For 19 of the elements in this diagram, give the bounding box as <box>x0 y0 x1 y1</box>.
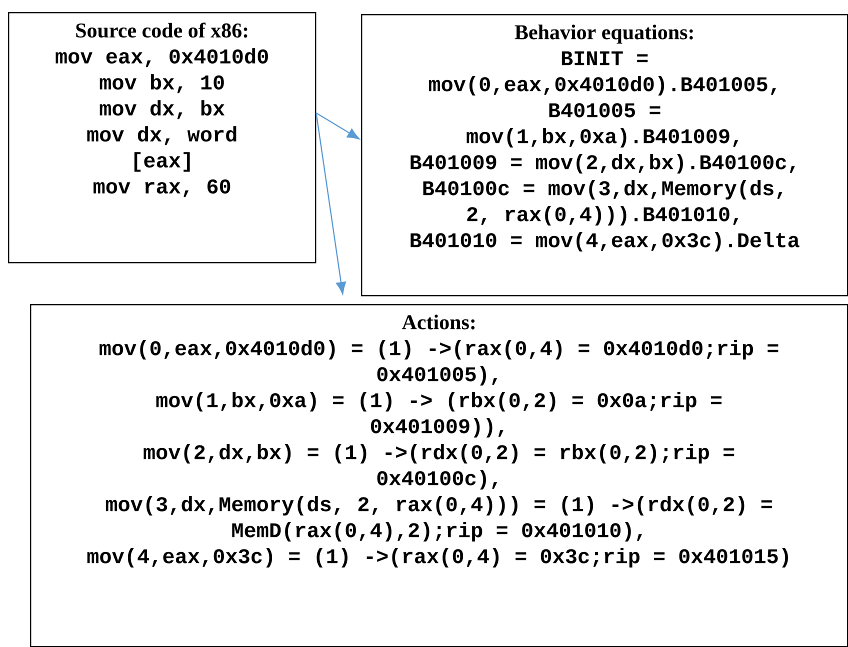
text-box <box>30 304 848 647</box>
code-line: mov(4,eax,0x3c) = (1) ->(rax(0,4) = 0x3c;rip = 0x401015) <box>87 548 788 568</box>
code-line: B401010 = mov(4,eax,0x3c).Delta <box>410 232 800 252</box>
text-box <box>361 14 848 296</box>
heading: Source code of x86: <box>76 22 248 38</box>
code-line: mov(2,dx,bx) = (1) ->(rdx(0,2) = rbx(0,2);rip = 0x40100c), <box>144 444 734 490</box>
code-line: B401005 = mov(1,bx,0xa).B401009, <box>466 103 738 148</box>
code-line: B40100c = mov(3,dx,Memory(ds, 2, rax(0,4))).B401010, <box>423 180 782 226</box>
code-line: mov dx, bx <box>100 100 225 120</box>
heading: Behavior equations: <box>514 24 693 44</box>
arrow <box>316 112 346 294</box>
text-box <box>8 12 316 264</box>
arrow <box>316 112 360 140</box>
code-line: mov rax, 60 <box>94 179 230 198</box>
code-line: BINIT = mov(0,eax,0x4010d0).B401005, <box>428 51 776 96</box>
code-line: mov eax, 0x4010d0 <box>56 48 268 68</box>
heading: Actions: <box>402 314 475 330</box>
code-line: mov bx, 10 <box>100 74 224 94</box>
code-line: B401009 = mov(2,dx,bx).B40100c, <box>410 154 795 174</box>
